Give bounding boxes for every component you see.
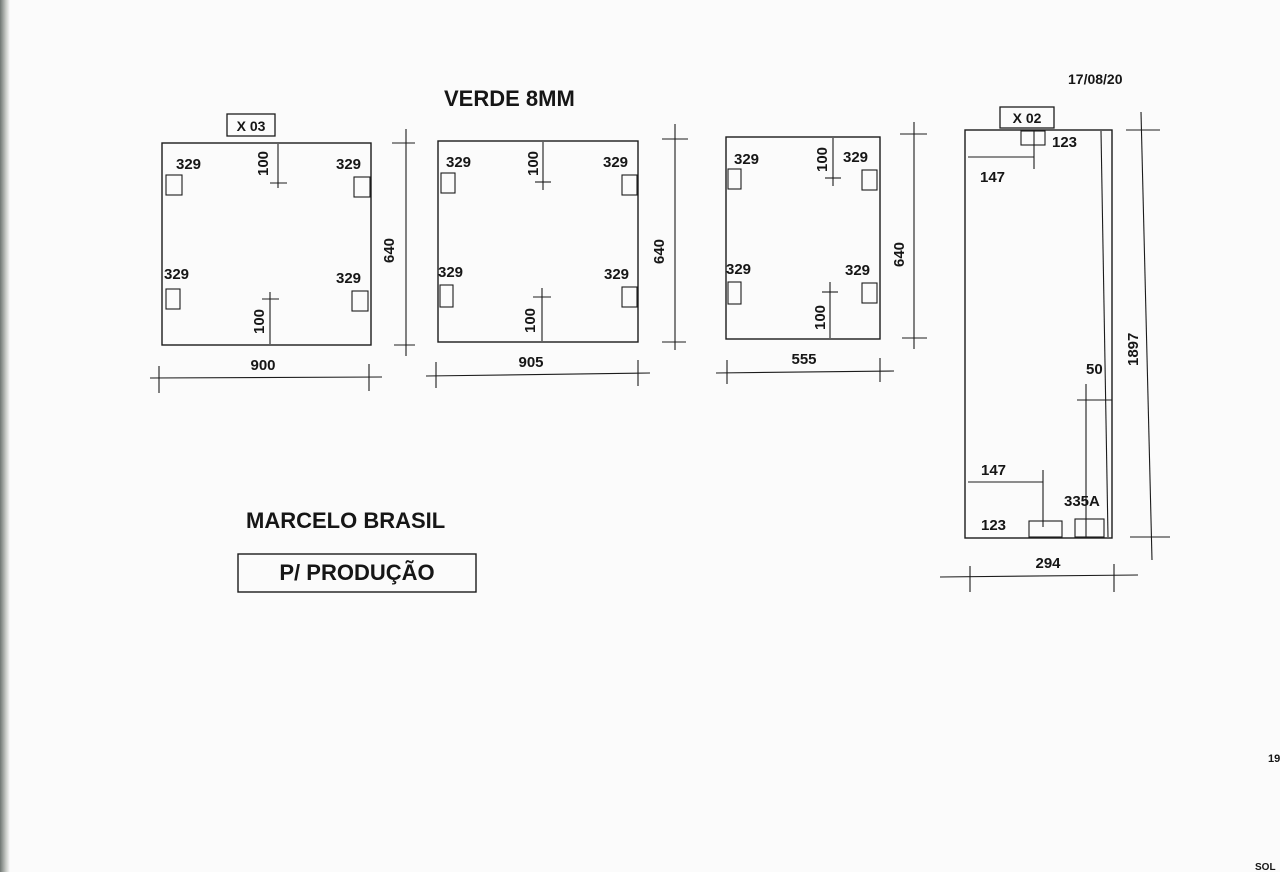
panel-1-outline (161, 142, 372, 346)
panel-1-width-dim: 900 (250, 357, 275, 374)
panel-1-qty-box (226, 113, 276, 137)
tall-panel-bottom-hinge-cutout (1028, 520, 1063, 538)
panel-3-hinge-br-dim: 329 (845, 262, 870, 279)
panel-3-width-dim-line (715, 370, 895, 374)
production-stamp-box (237, 553, 477, 593)
panel-3-hinge-tr-dim: 329 (843, 149, 868, 166)
panel-2-bottom-offset-dim: 100 (522, 308, 539, 333)
panel-2-hinge-tr-dim: 329 (603, 154, 628, 171)
tall-panel-qty-label: X 02 (1013, 110, 1042, 126)
panel-2-hinge-cutout-bl (439, 284, 454, 308)
glass-panel-3: 329 329 329 329 100 100 555 640 (715, 122, 927, 384)
tall-panel-top-offset-dim: 147 (980, 169, 1005, 186)
tall-panel-lock-cutout (1074, 518, 1105, 538)
panel-2-width-dim-line (425, 372, 651, 377)
panel-2-top-offset-dim: 100 (525, 151, 542, 176)
margin-fragment-2: SOL (1255, 862, 1276, 872)
panel-2-hinge-cutout-tr (621, 174, 638, 196)
panel-1-top-offset-dim: 100 (255, 151, 272, 176)
panel-2-outline (437, 140, 639, 343)
panel-1-hinge-bl-dim: 329 (164, 266, 189, 283)
panel-3-bottom-offset-dim: 100 (812, 305, 829, 330)
tall-panel-outline (964, 129, 1113, 539)
tall-panel-top-hinge-dim: 123 (1052, 134, 1077, 151)
panel-2-hinge-cutout-tl (440, 172, 456, 194)
panel-1-hinge-br-dim: 329 (336, 270, 361, 287)
production-stamp-label: P/ PRODUÇÃO (279, 560, 434, 585)
tall-panel-qty-box (999, 106, 1055, 129)
tall-glass-panel: X 02 123 147 50 147 335A 123 294 1897 (939, 106, 1170, 592)
panel-3-hinge-tl-dim: 329 (734, 151, 759, 168)
panel-3-hinge-cutout-br (861, 282, 878, 304)
tall-panel-top-hinge-cutout (1020, 130, 1046, 146)
scan-edge-shadow (0, 0, 10, 872)
panel-1-hinge-cutout-br (351, 290, 369, 312)
panel-2-hinge-tl-dim: 329 (446, 154, 471, 171)
tall-panel-height-dim-line (1140, 111, 1153, 561)
drawing-title: VERDE 8MM (444, 86, 575, 111)
tall-panel-bottom-hinge-dim: 123 (981, 517, 1006, 534)
drawing-date: 17/08/20 (1068, 71, 1123, 87)
margin-fragment-1: 19 (1268, 753, 1280, 765)
panel-3-height-dim: 640 (891, 242, 908, 267)
panel-3-outline (725, 136, 881, 340)
panel-3-top-offset-dim: 100 (814, 147, 831, 172)
panel-3-hinge-cutout-tr (861, 169, 878, 191)
panel-3-width-dim: 555 (791, 351, 816, 368)
panel-1-hinge-cutout-tl (165, 174, 183, 196)
tall-panel-right-offset-dim: 50 (1086, 361, 1103, 378)
panel-1-width-dim-line (149, 376, 383, 379)
glass-panel-2: 329 329 329 329 100 100 905 640 (425, 124, 688, 388)
panel-1-hinge-tl-dim: 329 (176, 156, 201, 173)
panel-1-hinge-tr-dim: 329 (336, 156, 361, 173)
tall-panel-height-dim: 1897 (1125, 333, 1142, 366)
panel-1-height-dim: 640 (381, 238, 398, 263)
panel-1-bottom-offset-dim: 100 (251, 309, 268, 334)
panel-2-hinge-cutout-br (621, 286, 638, 308)
panel-2-hinge-bl-dim: 329 (438, 264, 463, 281)
panel-1-hinge-cutout-tr (353, 176, 371, 198)
tall-panel-width-dim: 294 (1035, 555, 1061, 572)
panel-1-hinge-cutout-bl (165, 288, 181, 310)
panel-3-hinge-bl-dim: 329 (726, 261, 751, 278)
panel-3-hinge-cutout-tl (727, 168, 742, 190)
tall-panel-inner-edge (1100, 130, 1109, 538)
tall-panel-lock-label: 335A (1064, 493, 1100, 510)
tall-panel-bottom-offset-dim: 147 (981, 462, 1006, 479)
panel-3-hinge-cutout-bl (727, 281, 742, 305)
panel-1-qty-label: X 03 (237, 118, 266, 134)
glass-panel-1: X 03 329 329 329 329 100 100 900 640 (149, 113, 415, 393)
tall-panel-width-dim-line (939, 574, 1139, 578)
panel-2-height-dim: 640 (651, 239, 668, 264)
panel-2-width-dim: 905 (518, 354, 543, 371)
panel-2-hinge-br-dim: 329 (604, 266, 629, 283)
client-name: MARCELO BRASIL (246, 508, 445, 533)
